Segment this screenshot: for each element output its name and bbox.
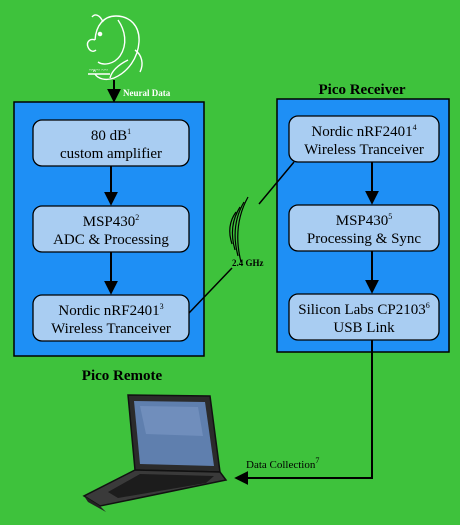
data-collection-path (234, 340, 373, 485)
amplifier-sup: 1 (127, 127, 131, 136)
receiver-nrf-line1: Nordic nRF2401 (311, 124, 412, 140)
rat-sketch-scribble: ~w~ ~~ (89, 68, 109, 74)
remote-nrf-sup: 3 (160, 302, 164, 311)
neural-data-label: Neural Data (123, 88, 171, 98)
svg-text:MSP4305: MSP4305 (336, 212, 393, 229)
pico-receiver-title: Pico Receiver (318, 82, 405, 98)
receiver-block-msp430: MSP4305 Processing & Sync (288, 204, 440, 252)
laptop-icon (82, 394, 228, 512)
remote-nrf-line1: Nordic nRF2401 (58, 303, 159, 319)
data-collection-label: Data Collection7 (246, 456, 319, 471)
receiver-msp430-line1: MSP430 (336, 213, 389, 229)
receiver-nrf-line2: Wireless Tranceiver (304, 142, 424, 158)
remote-msp430-line2: ADC & Processing (53, 232, 169, 248)
remote-block-amplifier: 80 dB1 custom amplifier (32, 119, 190, 167)
receiver-cp2103-sup: 6 (426, 301, 430, 310)
rat-sketch-icon (86, 14, 143, 81)
svg-text:Silicon Labs CP21036: Silicon Labs CP21036 (298, 301, 430, 318)
remote-nrf-line2: Wireless Tranceiver (51, 321, 171, 337)
remote-block-nrf2401: Nordic nRF24013 Wireless Tranceiver (32, 294, 190, 342)
receiver-cp2103-line2: USB Link (333, 320, 395, 336)
wireless-frequency-label: 2.4 GHz (232, 258, 264, 268)
svg-text:80 dB1: 80 dB1 (91, 127, 131, 144)
svg-text:MSP4302: MSP4302 (83, 213, 140, 230)
wireless-waves-icon (229, 196, 249, 263)
wireless-link-remote (188, 267, 233, 314)
receiver-nrf-sup: 4 (413, 123, 417, 132)
remote-block-msp430: MSP4302 ADC & Processing (32, 205, 190, 253)
svg-text:Nordic nRF24014: Nordic nRF24014 (311, 123, 416, 140)
receiver-block-nrf2401: Nordic nRF24014 Wireless Tranceiver (288, 115, 440, 163)
remote-msp430-sup: 2 (135, 213, 139, 222)
amplifier-line2: custom amplifier (60, 146, 162, 162)
receiver-block-cp2103: Silicon Labs CP21036 USB Link (288, 293, 440, 341)
wireless-link-receiver (258, 161, 295, 205)
receiver-msp430-line2: Processing & Sync (307, 231, 422, 247)
remote-msp430-line1: MSP430 (83, 214, 136, 230)
receiver-msp430-sup: 5 (388, 212, 392, 221)
svg-text:Nordic nRF24013: Nordic nRF24013 (58, 302, 163, 319)
receiver-cp2103-line1: Silicon Labs CP2103 (298, 302, 426, 318)
pico-remote-title: Pico Remote (82, 368, 163, 384)
amplifier-line1: 80 dB (91, 128, 127, 144)
